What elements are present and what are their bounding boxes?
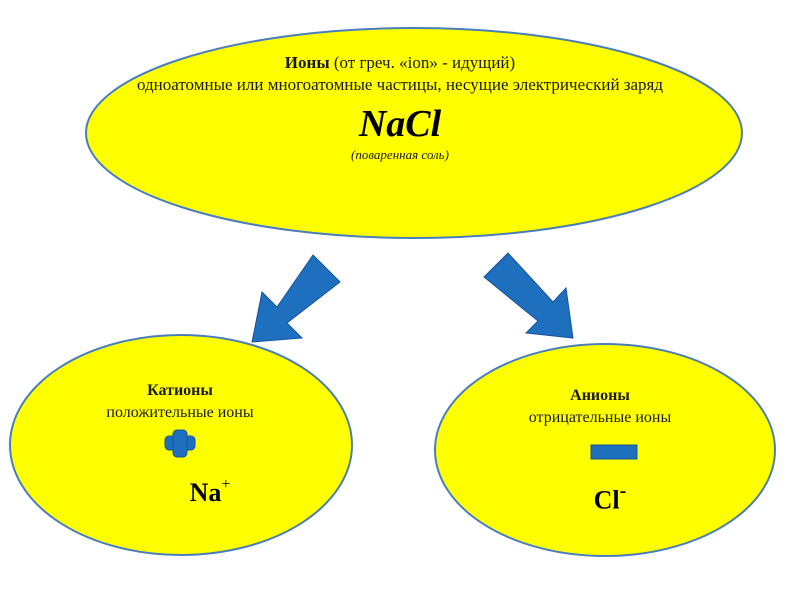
cation-charge: + [221, 476, 231, 494]
cations-text: Катионы положительные ионы [60, 380, 300, 424]
minus-icon [590, 444, 638, 460]
ions-definition: одноатомные или многоатомные частицы, не… [136, 75, 664, 94]
arrow-to-cations-icon [251, 254, 341, 343]
cation-formula: Na+ [150, 476, 270, 508]
arrow-to-anions-icon [483, 252, 574, 339]
anions-text: Анионы отрицательные ионы [470, 385, 730, 429]
nacl-formula: NaCl [358, 103, 442, 145]
anion-charge: - [619, 480, 627, 502]
ions-definition-ellipse [85, 27, 743, 239]
ions-definition-text: Ионы (от греч. «ion» - идущий) одноатомн… [120, 52, 680, 164]
cation-symbol: Na [189, 478, 222, 507]
nacl-note: (поваренная соль) [351, 147, 449, 162]
anions-title: Анионы [570, 387, 630, 404]
ions-title: Ионы [284, 53, 330, 72]
cations-title: Катионы [147, 382, 213, 399]
anion-formula: Cl- [550, 480, 670, 516]
anions-subtitle: отрицательные ионы [528, 409, 672, 426]
anion-symbol: Cl [593, 485, 620, 515]
plus-icon [164, 429, 196, 458]
ions-etymology: (от греч. «ion» - идущий) [329, 53, 516, 72]
cations-subtitle: положительные ионы [106, 404, 254, 421]
